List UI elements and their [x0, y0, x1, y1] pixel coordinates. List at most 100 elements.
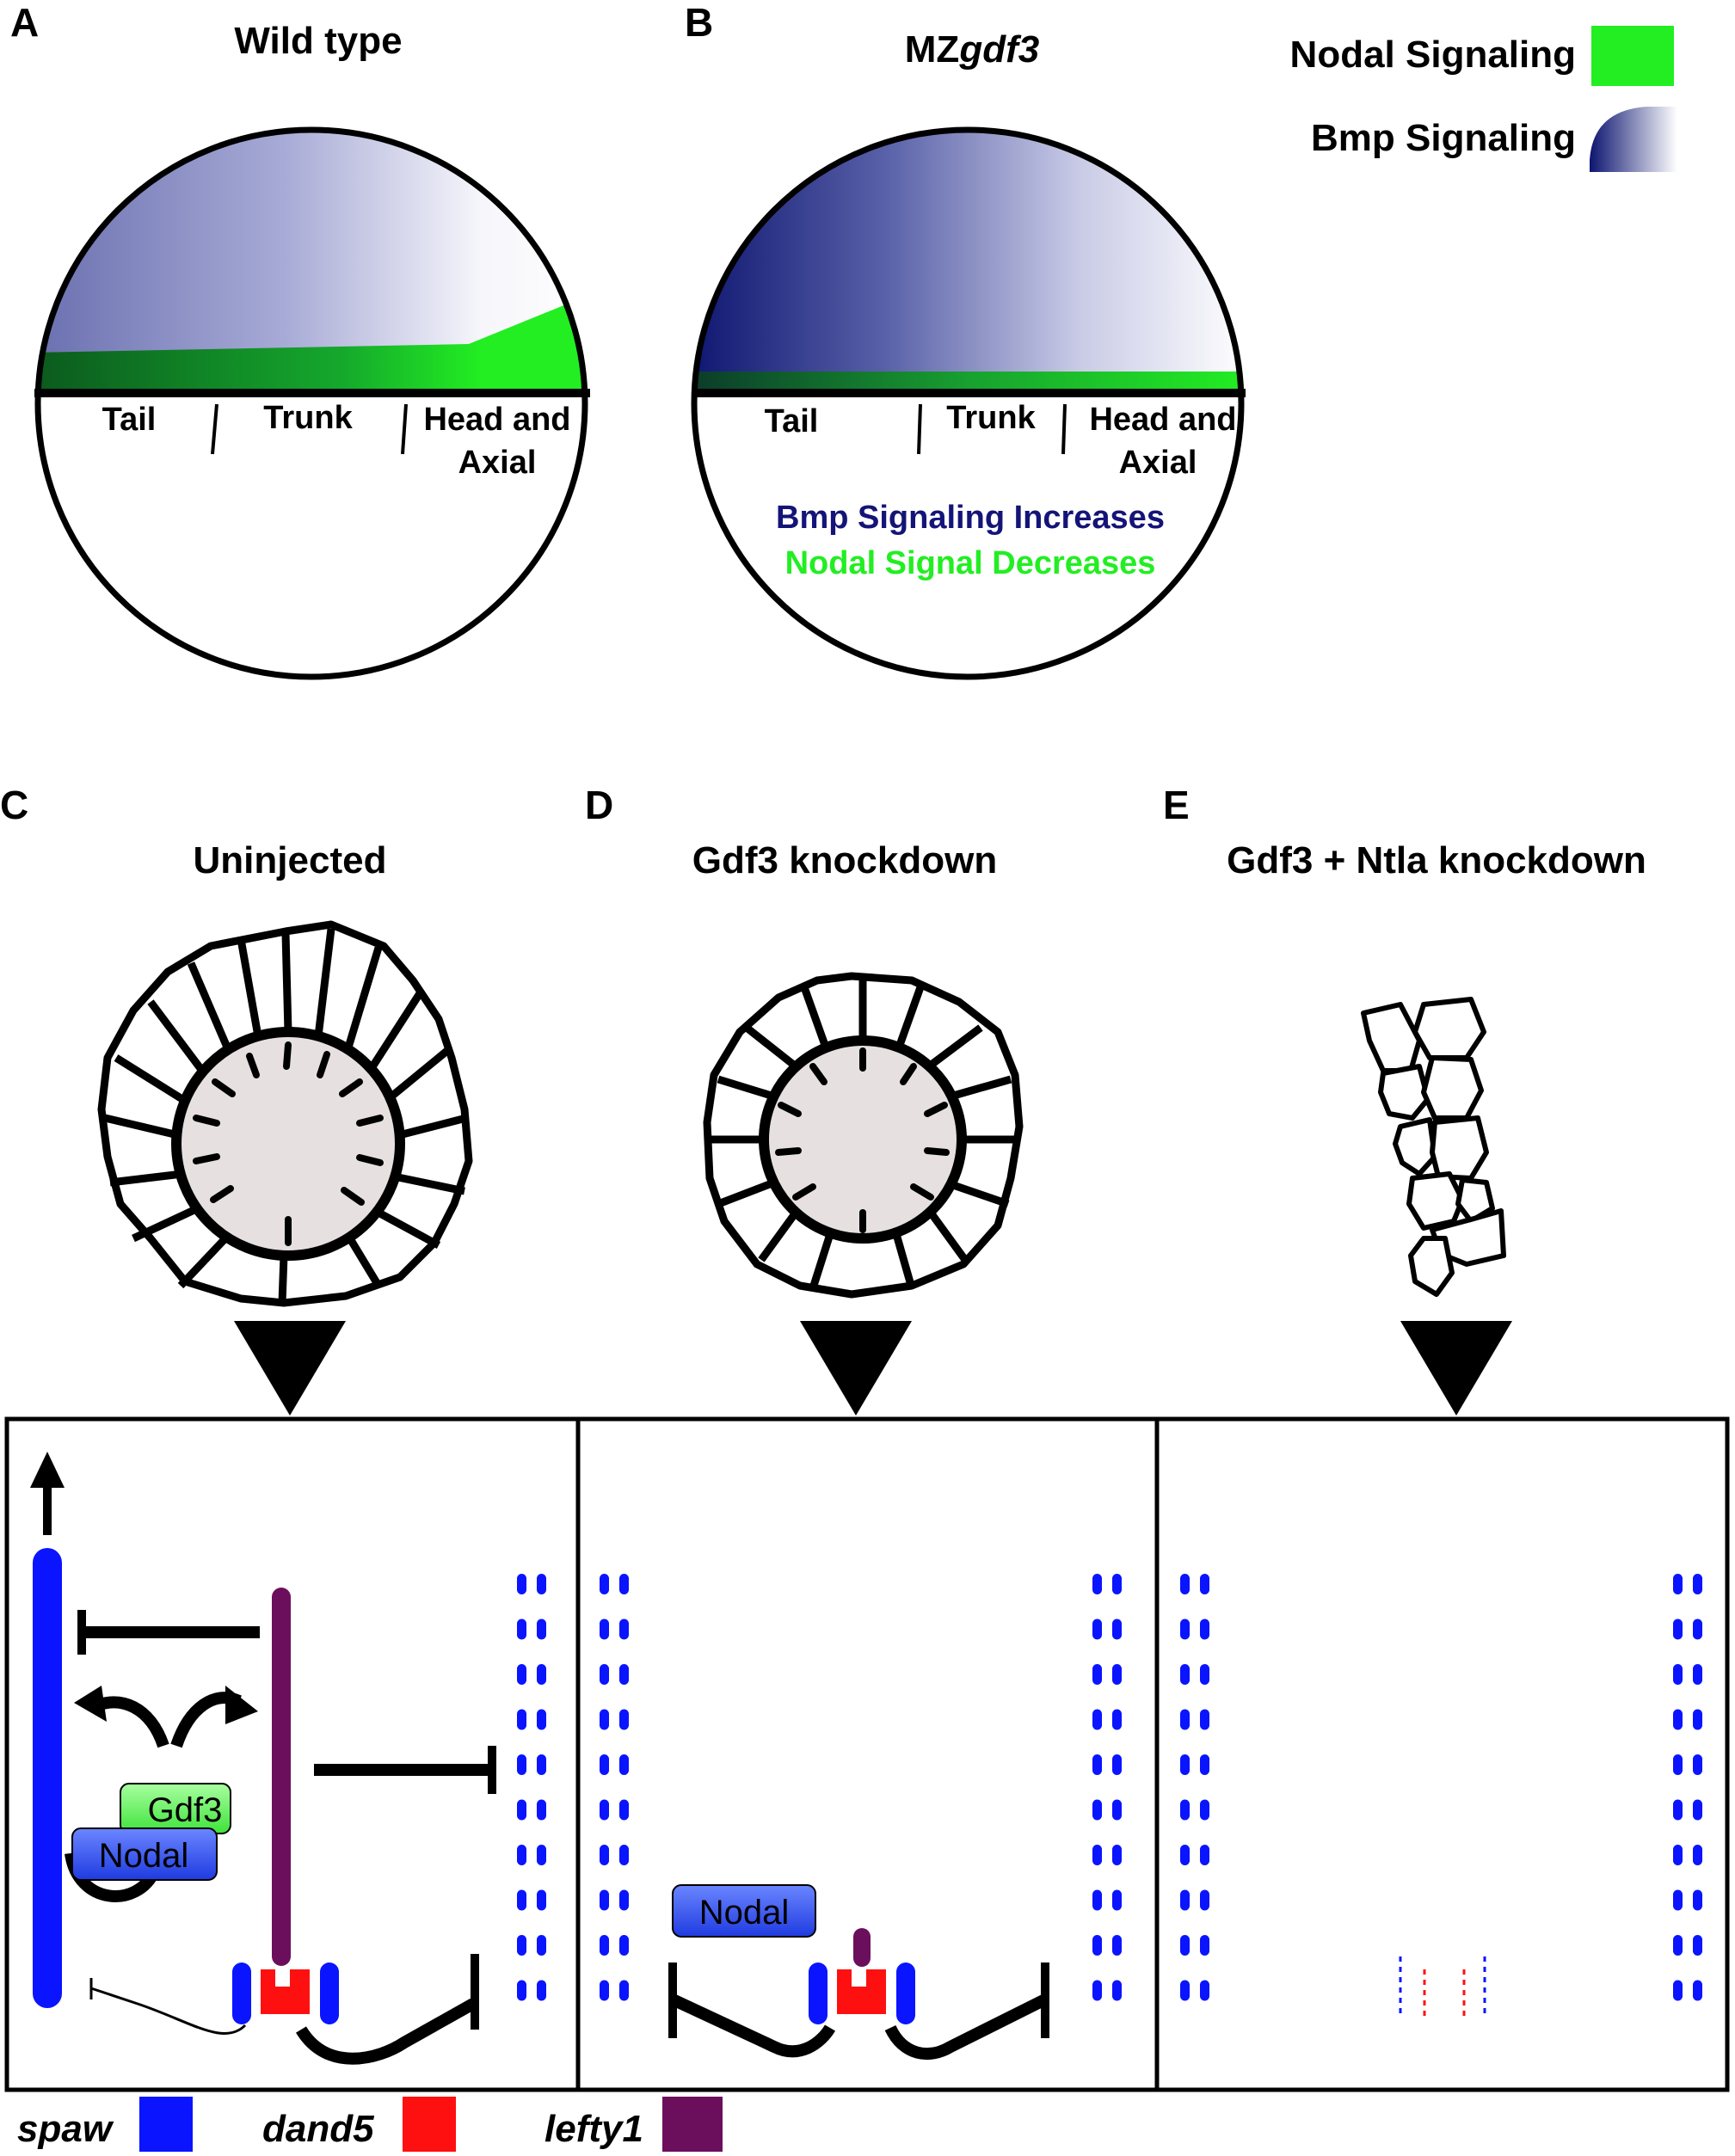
spaw-dot: [517, 1935, 526, 1956]
spaw-dot: [1112, 1889, 1122, 1911]
arrow-down-icon: [234, 1321, 346, 1416]
spaw-dot: [1693, 1799, 1702, 1821]
nodal-box: [672, 1884, 816, 1938]
spaw-dot: [1112, 1754, 1122, 1775]
spaw-dot: [1693, 1935, 1702, 1956]
spaw-dot: [600, 1664, 609, 1685]
spaw-dot: [1200, 1935, 1209, 1956]
spaw-dot: [1180, 1799, 1190, 1821]
signaling-legend: Nodal Signaling Bmp Signaling: [1290, 26, 1677, 172]
spaw-dot: [537, 1799, 546, 1821]
panel-b-title: MZgdf3: [905, 28, 1039, 71]
spaw-dot: [517, 1709, 526, 1730]
nodal-legend-swatch: [1591, 26, 1674, 86]
legend-dand5-label: dand5: [262, 2108, 374, 2150]
legend-bmp-label: Bmp Signaling: [1311, 117, 1576, 159]
spaw-dot: [619, 1980, 629, 2001]
region-label-tail: Tail: [102, 402, 157, 438]
spaw-right: [896, 1963, 915, 2024]
wild-type-embryo-outline: [34, 126, 588, 680]
spaw-swatch: [139, 2097, 193, 2152]
spaw-dot: [1200, 1980, 1209, 2001]
region-label-tail: Tail: [765, 403, 819, 439]
panel-b-letter: B: [685, 0, 713, 45]
cell-cluster-gdf3-ntla-knockdown: [1361, 997, 1506, 1297]
spaw-dot: [1180, 1619, 1190, 1640]
spaw-dot: [600, 1935, 609, 1956]
spaw-dot: [517, 1619, 526, 1640]
gdf3-label: Gdf3: [148, 1791, 223, 1829]
gene-legend: spaw dand5 lefty1: [17, 2097, 723, 2152]
region-divider: [401, 403, 408, 455]
spaw-dot: [1693, 1664, 1702, 1685]
spaw-dot: [600, 1799, 609, 1821]
region-divider: [1061, 403, 1067, 455]
spaw-dot: [517, 1664, 526, 1685]
spaw-dot: [1693, 1754, 1702, 1775]
legend-nodal-label: Nodal Signaling: [1290, 34, 1576, 76]
mzgdf3-embryo-outline: [691, 126, 1245, 680]
spaw-dot: [1180, 1664, 1190, 1685]
spaw-dot: [1092, 1664, 1102, 1685]
uninjected-pathway: Gdf3 Nodal: [30, 1452, 546, 2065]
legend-spaw-label: spaw: [17, 2108, 114, 2150]
lefty1-expression: [853, 1928, 871, 1967]
nodal-label: Nodal: [699, 1894, 790, 1932]
spaw-dot: [600, 1709, 609, 1730]
spaw-dot: [600, 1619, 609, 1640]
dand5-inhibition-right: [884, 1993, 1049, 2060]
spaw-dot: [1693, 1889, 1702, 1911]
dand5-expression: [837, 1969, 886, 2014]
spaw-dot: [1200, 1754, 1209, 1775]
spaw-dot: [537, 1574, 546, 1594]
spaw-dot: [1112, 1980, 1122, 2001]
panel-e-letter: E: [1163, 783, 1190, 827]
bmp-legend-swatch: [1590, 107, 1677, 172]
spaw-dot: [1200, 1574, 1209, 1594]
spaw-dot: [537, 1754, 546, 1775]
region-label-trunk: Trunk: [263, 400, 353, 436]
panel-c-letter: C: [0, 783, 28, 827]
spaw-dot: [600, 1889, 609, 1911]
spaw-dot: [1092, 1980, 1102, 2001]
spaw-left: [809, 1963, 828, 2024]
spaw-dot: [1673, 1664, 1683, 1685]
spaw-dot: [1673, 1889, 1683, 1911]
spaw-dot: [517, 1889, 526, 1911]
spaw-dot: [537, 1889, 546, 1911]
residual-expression: [1399, 1956, 1486, 2017]
spaw-dot: [619, 1845, 629, 1865]
panel-d-letter: D: [585, 783, 613, 827]
thin-inhibition-line: [90, 1987, 247, 2035]
spaw-dot: [1112, 1799, 1122, 1821]
region-label-axial: Axial: [1119, 445, 1197, 481]
right-lpm-spaw-dots: [517, 1574, 546, 2001]
spaw-dot: [537, 1664, 546, 1685]
bmp-gradient-mzgdf3: [694, 130, 1241, 396]
spaw-dot: [1673, 1754, 1683, 1775]
panel-b-title-prefix: MZ: [905, 28, 960, 71]
spaw-left: [232, 1963, 251, 2024]
spaw-dot: [1092, 1845, 1102, 1865]
spaw-dot: [600, 1845, 609, 1865]
spaw-dot: [1112, 1619, 1122, 1640]
spaw-dot: [1112, 1574, 1122, 1594]
spaw-dot: [619, 1619, 629, 1640]
spaw-dot: [537, 1845, 546, 1865]
spaw-dot: [619, 1799, 629, 1821]
spaw-dot: [1180, 1754, 1190, 1775]
spaw-dot: [517, 1574, 526, 1594]
spaw-dot: [1673, 1935, 1683, 1956]
arrow-head-icon: [74, 1686, 107, 1722]
spaw-dot: [619, 1935, 629, 1956]
legend-lefty1-label: lefty1: [544, 2108, 643, 2150]
wild-type-embryo-signaling: [38, 130, 585, 396]
spaw-dot: [1180, 1980, 1190, 2001]
spaw-dot: [537, 1935, 546, 1956]
spaw-dot: [517, 1754, 526, 1775]
spaw-expression-left: [33, 1548, 62, 2008]
dand5-swatch: [403, 2097, 456, 2152]
kupffer-vesicle-gdf3-knockdown: [703, 972, 1024, 1299]
spaw-dot: [537, 1619, 546, 1640]
